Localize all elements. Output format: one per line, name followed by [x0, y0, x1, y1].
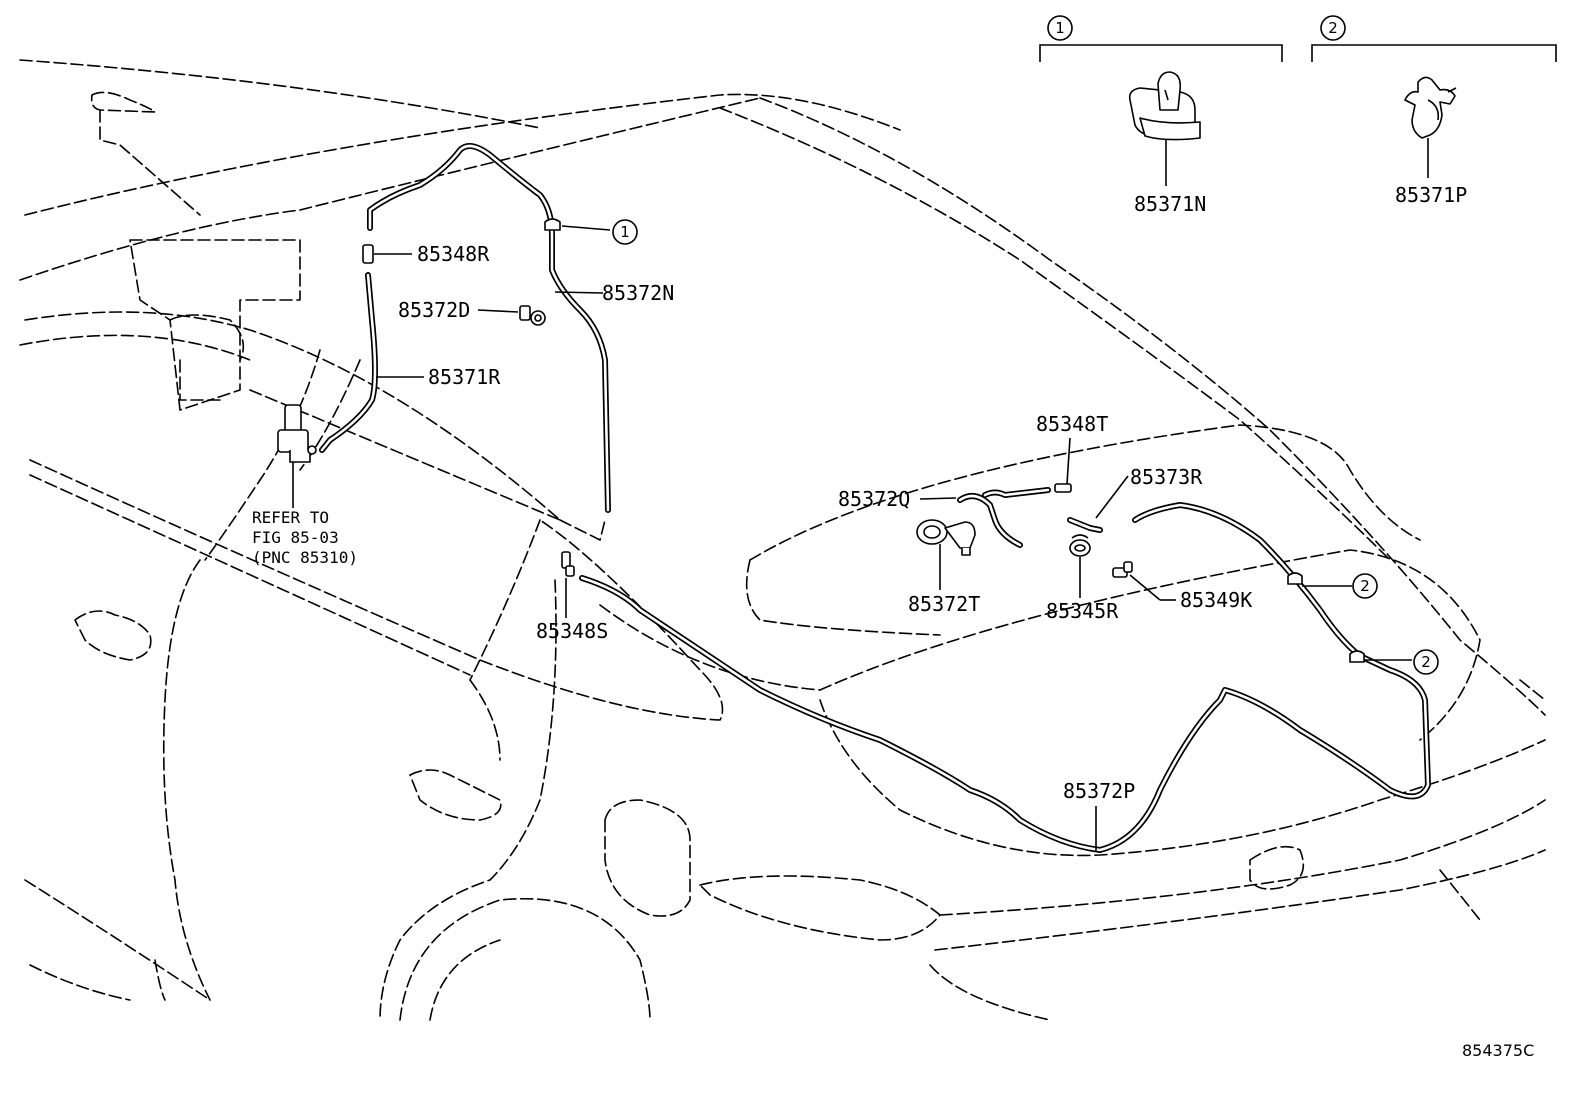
label-85372D: 85372D [398, 298, 470, 322]
label-85348R: 85348R [417, 242, 490, 266]
refer-note-line2: FIG 85-03 [252, 528, 339, 547]
label-85348T: 85348T [1036, 412, 1108, 436]
grommet-85372D-icon [519, 305, 546, 326]
clip-marker-1-hose: 1 [612, 219, 638, 245]
label-85372Q: 85372Q [838, 487, 910, 511]
figure-id: 854375C [1462, 1041, 1534, 1060]
label-85372P: 85372P [1063, 779, 1135, 803]
clip-marker-2-top: 2 [1320, 15, 1346, 41]
svg-text:1: 1 [620, 223, 630, 241]
clip-85371N-detail-icon [1128, 71, 1201, 141]
hose-85373R-route [1067, 517, 1103, 533]
label-85371R: 85371R [428, 365, 501, 389]
label-85373R: 85373R [1130, 465, 1203, 489]
label-85371N: 85371N [1134, 192, 1206, 216]
grommet-85345R-icon [1069, 534, 1091, 557]
hose-85372P-route [579, 502, 1431, 853]
washer-pump-icon [277, 404, 317, 463]
clip-marker-2-hose-a: 2 [1352, 573, 1378, 599]
clip-marker-2-hose-b: 2 [1413, 649, 1439, 675]
vehicle-body-outline [19, 59, 1546, 1021]
label-85372T: 85372T [908, 592, 980, 616]
hose-85372N-route [367, 143, 611, 513]
svg-text:2: 2 [1328, 19, 1338, 37]
label-85349K: 85349K [1180, 588, 1252, 612]
joint-85348S-icon [561, 551, 575, 577]
refer-note-line3: (PNC 85310) [252, 548, 358, 567]
hose-85372Q-route [957, 487, 1051, 548]
nozzle-85372T-icon [916, 519, 976, 556]
hose-clip-1-icon [544, 218, 561, 231]
label-85371P: 85371P [1395, 183, 1467, 207]
svg-text:2: 2 [1360, 577, 1370, 595]
svg-text:2: 2 [1421, 653, 1431, 671]
clip-marker-1-top: 1 [1047, 15, 1073, 41]
check-valve-85349K-icon [1112, 561, 1133, 578]
label-85345R: 85345R [1046, 599, 1119, 623]
joint-85348R-icon [362, 244, 374, 264]
hose-85371R-route [319, 272, 378, 453]
refer-note-line1: REFER TO [252, 508, 329, 527]
leader-lines [292, 44, 1557, 852]
hose-clip-2b-icon [1349, 650, 1365, 663]
refer-note: REFER TO FIG 85-03 (PNC 85310) [252, 508, 358, 567]
joint-85348T-icon [1054, 483, 1072, 493]
svg-text:1: 1 [1055, 19, 1065, 37]
hose-clip-2a-icon [1287, 572, 1303, 585]
label-85372N: 85372N [602, 281, 674, 305]
label-85348S: 85348S [536, 619, 608, 643]
clip-85371P-detail-icon [1404, 76, 1457, 139]
